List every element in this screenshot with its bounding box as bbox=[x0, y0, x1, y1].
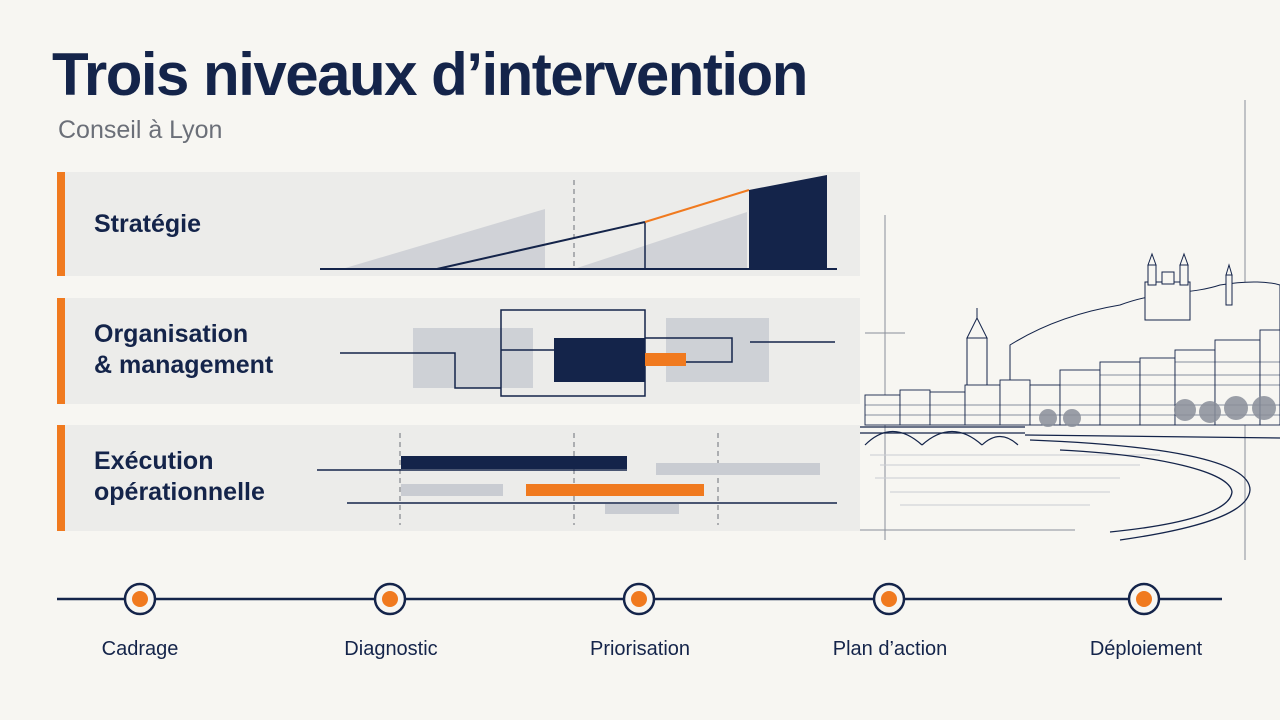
strategy-gray-ramp-2 bbox=[574, 212, 747, 269]
org-orange-bar bbox=[645, 353, 686, 366]
process-timeline: Cadrage Diagnostic Priorisation Plan d’a… bbox=[0, 560, 1280, 680]
timeline-step-label-priorisation: Priorisation bbox=[589, 638, 691, 660]
level-label-line: Exécution bbox=[94, 447, 214, 475]
timeline-step-marker-diagnostic bbox=[373, 582, 407, 616]
band-accent bbox=[57, 172, 65, 276]
organisation-illustration bbox=[340, 309, 835, 397]
timeline-step-marker-priorisation bbox=[622, 582, 656, 616]
level-band-strategy: Stratégie bbox=[57, 172, 860, 276]
execution-illustration bbox=[317, 433, 837, 525]
level-label-strategy: Stratégie bbox=[94, 209, 201, 240]
band-accent bbox=[57, 298, 65, 404]
timeline-step-marker-deploiement bbox=[1127, 582, 1161, 616]
level-label-line: opérationnelle bbox=[94, 478, 265, 506]
level-band-execution: Exécution opérationnelle bbox=[57, 425, 860, 531]
level-label-line: Stratégie bbox=[94, 210, 201, 238]
org-navy-block bbox=[554, 338, 645, 382]
exec-navy-bar bbox=[401, 456, 627, 469]
timeline-step-label-deploiement: Déploiement bbox=[1089, 638, 1203, 660]
strategy-orange-line bbox=[644, 189, 750, 223]
timeline-step-marker-cadrage bbox=[123, 582, 157, 616]
band-accent bbox=[57, 425, 65, 531]
timeline-step-label-plan-action: Plan d’action bbox=[832, 638, 948, 660]
page-subtitle: Conseil à Lyon bbox=[58, 116, 223, 144]
org-gray-box-1 bbox=[413, 328, 533, 388]
org-gray-box-2 bbox=[666, 318, 769, 382]
timeline-step-marker-plan-action bbox=[872, 582, 906, 616]
strategy-trend-line bbox=[436, 221, 646, 270]
level-band-organisation: Organisation & management bbox=[57, 298, 860, 404]
strategy-gray-ramp-1 bbox=[342, 209, 545, 269]
org-flow-line bbox=[340, 352, 501, 389]
lyon-cityscape-illustration bbox=[860, 100, 1280, 560]
timeline-step-label-diagnostic: Diagnostic bbox=[344, 638, 438, 660]
exec-gray-bar bbox=[401, 484, 503, 496]
page-title: Trois niveaux d’intervention bbox=[52, 41, 808, 108]
timeline-step-label-cadrage: Cadrage bbox=[101, 638, 179, 660]
strategy-illustration bbox=[320, 175, 837, 270]
strategy-navy-block bbox=[749, 175, 827, 269]
exec-gray-bar bbox=[605, 504, 679, 514]
level-label-line: & management bbox=[94, 351, 274, 379]
exec-gray-bar bbox=[656, 463, 820, 475]
level-label-execution: Exécution opérationnelle bbox=[94, 446, 265, 508]
timeline-axis bbox=[57, 582, 1222, 616]
org-flow-line bbox=[645, 337, 733, 363]
level-label-line: Organisation bbox=[94, 320, 249, 348]
exec-orange-bar bbox=[526, 484, 704, 496]
level-label-organisation: Organisation & management bbox=[94, 319, 273, 381]
